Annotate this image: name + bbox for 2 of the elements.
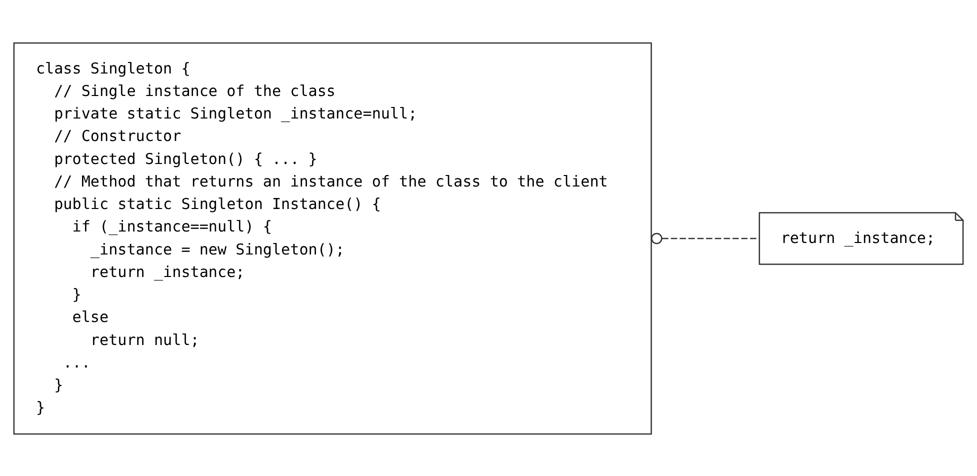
connector [651,232,759,244]
node-box: class Singleton { // Single instance of the class private static Singleton _instance=null; // Constructor protected Singleton() { ... } // Method that returns an instance of the class to the client public static Singleton Instance() { if (_instance==null) { _instance = new Singleton(); return _instance; } else return null; ... } } [13,42,652,434]
